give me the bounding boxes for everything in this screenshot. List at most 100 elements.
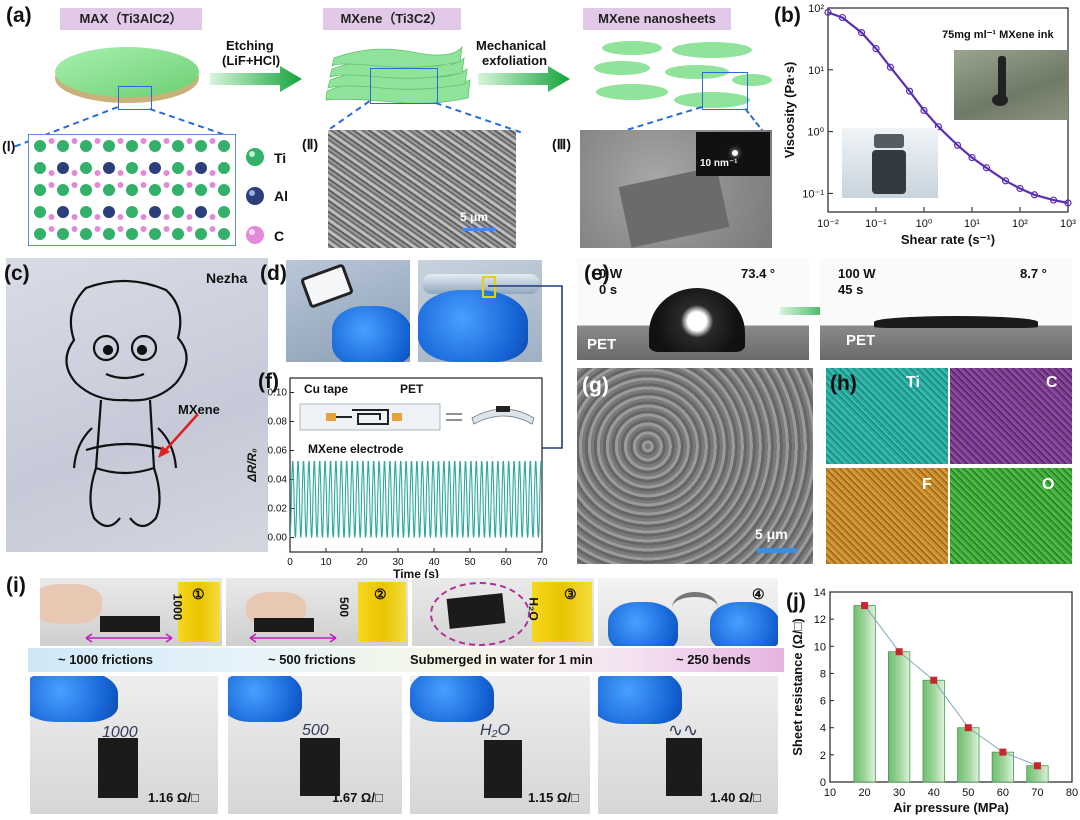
c-atom [117,226,124,232]
data-marker [1033,762,1041,770]
ti-atom [126,228,138,240]
c-atom [209,138,216,144]
al-atom [57,206,69,218]
c-atom [140,138,147,144]
c-atom [209,214,216,220]
data-point [886,63,895,71]
x-axis-label: Air pressure (MPa) [893,800,1009,815]
ti-atom [172,206,184,218]
ti-atom [34,228,46,240]
c-atom [163,170,170,176]
bar [888,651,911,783]
yellow-tape [358,582,406,642]
c-atom [71,214,78,220]
c-atom [209,170,216,176]
data-point [838,13,847,22]
exfoliation-arrow-icon [478,66,570,92]
ink-drop [998,56,1006,102]
x-tick-label: 40 [928,787,940,799]
x-axis-label: Time (s) [393,567,439,581]
circle-1: ① [192,586,205,602]
atom-legend [246,148,264,244]
tape-writing-3: H₂O [526,597,541,621]
nanosheets-zoom-box [702,72,748,110]
c-atom [140,214,147,220]
data-point [1064,199,1072,207]
treatment-arrow-icon [780,301,838,321]
al-atom [103,206,115,218]
y-tick-label: 10² [808,3,824,15]
contact-angle-after: 100 W 45 s 8.7 ° PET [820,258,1072,360]
al-atom [149,206,161,218]
c-atom [209,226,216,232]
substrate-right: PET [846,332,876,349]
etching-label-line2: (LiF+HCl) [222,53,281,68]
tape-writing-1: 1000 [170,593,185,621]
trend-line [864,605,1038,767]
ti-atom [34,184,46,196]
ti-atom [149,184,161,196]
x-tick-label: 10⁻¹ [865,218,887,230]
legend-ti: Ti [274,150,287,166]
submerged-film [446,593,506,629]
data-point [934,123,943,131]
ti-atom [80,184,92,196]
film-strip [254,618,314,632]
x-tick-label: 10³ [1060,218,1076,230]
sem-scale-label: 5 μm [460,210,489,224]
y-tick-label: 0.02 [268,504,288,515]
angle-left: 73.4 ° [741,266,776,281]
diffraction-spot [732,150,738,156]
finger [40,584,102,624]
ti-atom [218,184,230,196]
nezha-outline [65,279,188,528]
y-tick-label: 0.06 [268,446,288,457]
nezha-drawing-photo [6,258,268,552]
film-strip [100,616,160,632]
tape-writing-2: 500 [337,596,352,618]
ti-atom [103,140,115,152]
flexible-electrode-photo-1 [286,260,410,362]
al-atom [149,162,161,174]
data-marker [861,602,869,610]
c-atom [71,138,78,144]
x-tick-label: 10⁰ [916,218,933,230]
c-atom [48,226,55,232]
x-tick-label: 30 [392,557,404,568]
glove-hand [410,676,494,722]
substrate-left: PET [587,336,617,353]
film-scale-bar [757,548,797,553]
c-atom [71,226,78,232]
beaker-ellipse [430,582,530,646]
time-left: 0 s [599,282,618,297]
yellow-tape [532,582,592,642]
glove-hand [332,306,410,362]
y-tick-label: 10 [814,641,826,653]
eds-map-ti: Ti [826,368,948,464]
x-tick-label: 0 [287,557,293,568]
c-atom [140,170,147,176]
y-tick-label: 12 [814,614,826,626]
c-atom [48,170,55,176]
film-sample [299,263,355,309]
c-atom [186,226,193,232]
ti-atom [34,206,46,218]
bending-test-photo [598,578,778,646]
saed-scale-label: 10 nm⁻¹ [700,158,738,169]
ti-atom [172,228,184,240]
data-point [982,164,991,172]
x-tick-label: 50 [464,557,476,568]
data-marker [895,648,903,656]
eds-f-label: F [922,476,932,493]
circle-3: ③ [564,586,577,602]
c-atom [117,214,124,220]
c-atom [94,214,101,220]
cu-tape-label: Cu tape [304,382,349,396]
c-atom [186,182,193,188]
max-crystal-lattice [28,134,236,246]
water-droplet-large [649,288,745,352]
test-label-4: ~ 250 bends [676,652,751,667]
c-atom [140,182,147,188]
x-tick-label: 50 [962,787,974,799]
c-atom [163,138,170,144]
